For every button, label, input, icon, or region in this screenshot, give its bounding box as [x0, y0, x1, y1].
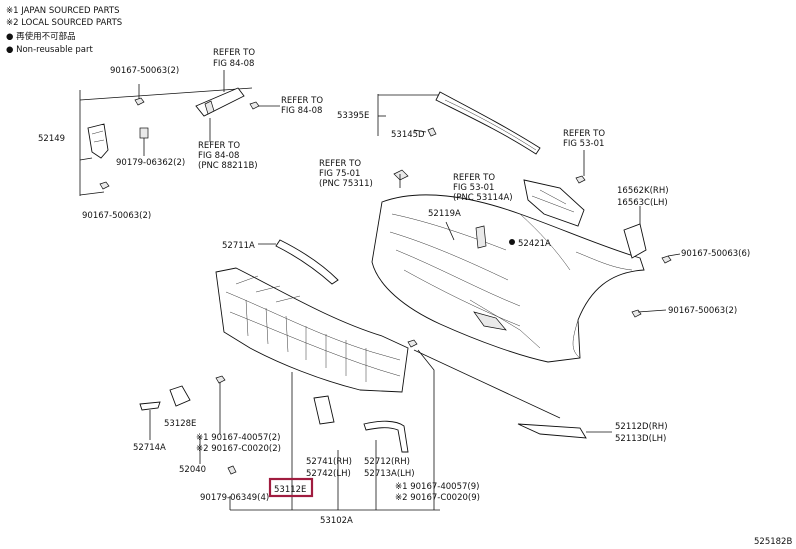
label-53128e: 53128E — [164, 419, 196, 429]
bolt-icon — [631, 309, 642, 318]
label-refer-84-08-a-line1: REFER TO — [213, 48, 255, 58]
label-90179-06362: 90179-06362(2) — [116, 158, 185, 168]
cover-52714a-icon — [139, 401, 161, 411]
bolt-icon — [134, 97, 145, 106]
bolt-icon — [575, 175, 586, 184]
label-52119a: 52119A — [428, 209, 461, 219]
label-refer-75-01-line3: (PNC 75311) — [319, 179, 373, 189]
grille-trim-group: 52711A — [222, 239, 339, 285]
label-refer-84-08-b-line2: FIG 84-08 — [281, 106, 322, 116]
molding-52712-icon — [363, 420, 409, 453]
label-refer-53-01-a-line2: FIG 53-01 — [563, 139, 604, 149]
label-52742: 52742(LH) — [306, 469, 351, 479]
label-refer-84-08-c-line3: (PNC 88211B) — [198, 161, 258, 171]
label-refer-84-08-a-line2: FIG 84-08 — [213, 59, 254, 69]
bracket-52421a-icon — [475, 225, 487, 249]
label-52421a: 52421A — [518, 239, 551, 249]
label-90167-50063-6: 90167-50063(6) — [681, 249, 750, 259]
label-refer-53-01-b-line1: REFER TO — [453, 173, 495, 183]
label-53102a: 53102A — [320, 516, 353, 526]
non-reusable-marker-icon — [509, 239, 515, 245]
label-53395e: 53395E — [337, 111, 369, 121]
bumper-cover-icon — [371, 194, 645, 363]
labels-upper-left: 90167-50063(2) REFER TO FIG 84-08 REFER … — [38, 48, 323, 221]
bracket-53128e-icon — [169, 385, 191, 407]
legend-japan: ※1 JAPAN SOURCED PARTS — [6, 6, 119, 16]
bolt-icon — [215, 375, 226, 384]
label-52711a: 52711A — [222, 241, 255, 251]
bolt-icon — [99, 181, 110, 190]
label-52112d: 52112D(RH) — [615, 422, 668, 432]
highlight-53112e — [268, 477, 314, 498]
support-bracket-icon — [523, 179, 585, 227]
label-52741: 52741(RH) — [306, 457, 352, 467]
label-90167-50063-top: 90167-50063(2) — [110, 66, 179, 76]
label-90167-40057-9: ※1 90167-40057(9) — [395, 482, 479, 492]
label-90167-40057-2: ※1 90167-40057(2) — [196, 433, 280, 443]
label-52713a: 52713A(LH) — [364, 469, 415, 479]
bumper-cover-group — [371, 150, 681, 363]
figure-code: 525182B — [754, 537, 792, 547]
bumper-reinforcement-group — [79, 70, 280, 196]
label-refer-84-08-c-line2: FIG 84-08 — [198, 151, 239, 161]
label-refer-84-08-c-line1: REFER TO — [198, 141, 240, 151]
hood-seal-group: 53395E 53145D — [337, 91, 541, 155]
label-52113d: 52113D(LH) — [615, 434, 666, 444]
grille-trim-52711a-icon — [275, 239, 339, 285]
labels-lower: 53128E 52714A ※1 90167-40057(2) ※2 90167… — [133, 419, 792, 547]
lower-grille-53112e-icon — [215, 267, 409, 393]
side-retainer-16562k-icon — [623, 223, 647, 259]
label-90167-c0020-2: ※2 90167-C0020(2) — [196, 444, 281, 454]
label-16563c: 16563C(LH) — [617, 198, 668, 208]
label-16562k: 16562K(RH) — [617, 186, 669, 196]
clip-icon — [227, 465, 237, 475]
bolt-icon — [661, 255, 672, 264]
label-52040: 52040 — [179, 465, 206, 475]
label-refer-84-08-b-line1: REFER TO — [281, 96, 323, 106]
label-53112e[interactable]: 53112E — [274, 485, 306, 495]
fog-lamp-recess-icon — [473, 311, 507, 331]
label-90179-06349: 90179-06349(4) — [200, 493, 269, 503]
label-refer-53-01-b-line2: FIG 53-01 — [453, 183, 494, 193]
legend-nonreusable-en: ● Non-reusable part — [6, 45, 93, 55]
legend: ※1 JAPAN SOURCED PARTS ※2 LOCAL SOURCED … — [6, 6, 122, 55]
lower-grille-group — [139, 267, 612, 511]
labels-upper-right: REFER TO FIG 53-01 REFER TO FIG 75-01 (P… — [319, 129, 750, 316]
label-refer-53-01-a-line1: REFER TO — [563, 129, 605, 139]
label-90167-50063-left: 90167-50063(2) — [82, 211, 151, 221]
label-refer-53-01-b-line3: (PNC 53114A) — [453, 193, 513, 203]
clip-icon — [427, 127, 437, 137]
label-52712: 52712(RH) — [364, 457, 410, 467]
label-refer-75-01-line2: FIG 75-01 — [319, 169, 360, 179]
label-90167-c0020-9: ※2 90167-C0020(9) — [395, 493, 480, 503]
label-90167-50063-r2: 90167-50063(2) — [668, 306, 737, 316]
beam-piece-icon — [195, 87, 245, 117]
emblem-clip-icon — [393, 169, 409, 181]
trim-52741-icon — [313, 395, 335, 425]
label-52714a: 52714A — [133, 443, 166, 453]
label-53145d: 53145D — [391, 130, 425, 140]
legend-nonreusable-jp: ● 再使用不可部品 — [6, 31, 76, 42]
clip-icon — [407, 339, 418, 348]
clip-icon — [139, 127, 149, 139]
lower-cover-52112d-icon — [517, 423, 587, 439]
label-52149: 52149 — [38, 134, 65, 144]
bolt-icon — [249, 101, 260, 110]
label-refer-75-01-line1: REFER TO — [319, 159, 361, 169]
hood-seal-53395e-icon — [435, 91, 541, 155]
legend-local: ※2 LOCAL SOURCED PARTS — [6, 18, 122, 28]
